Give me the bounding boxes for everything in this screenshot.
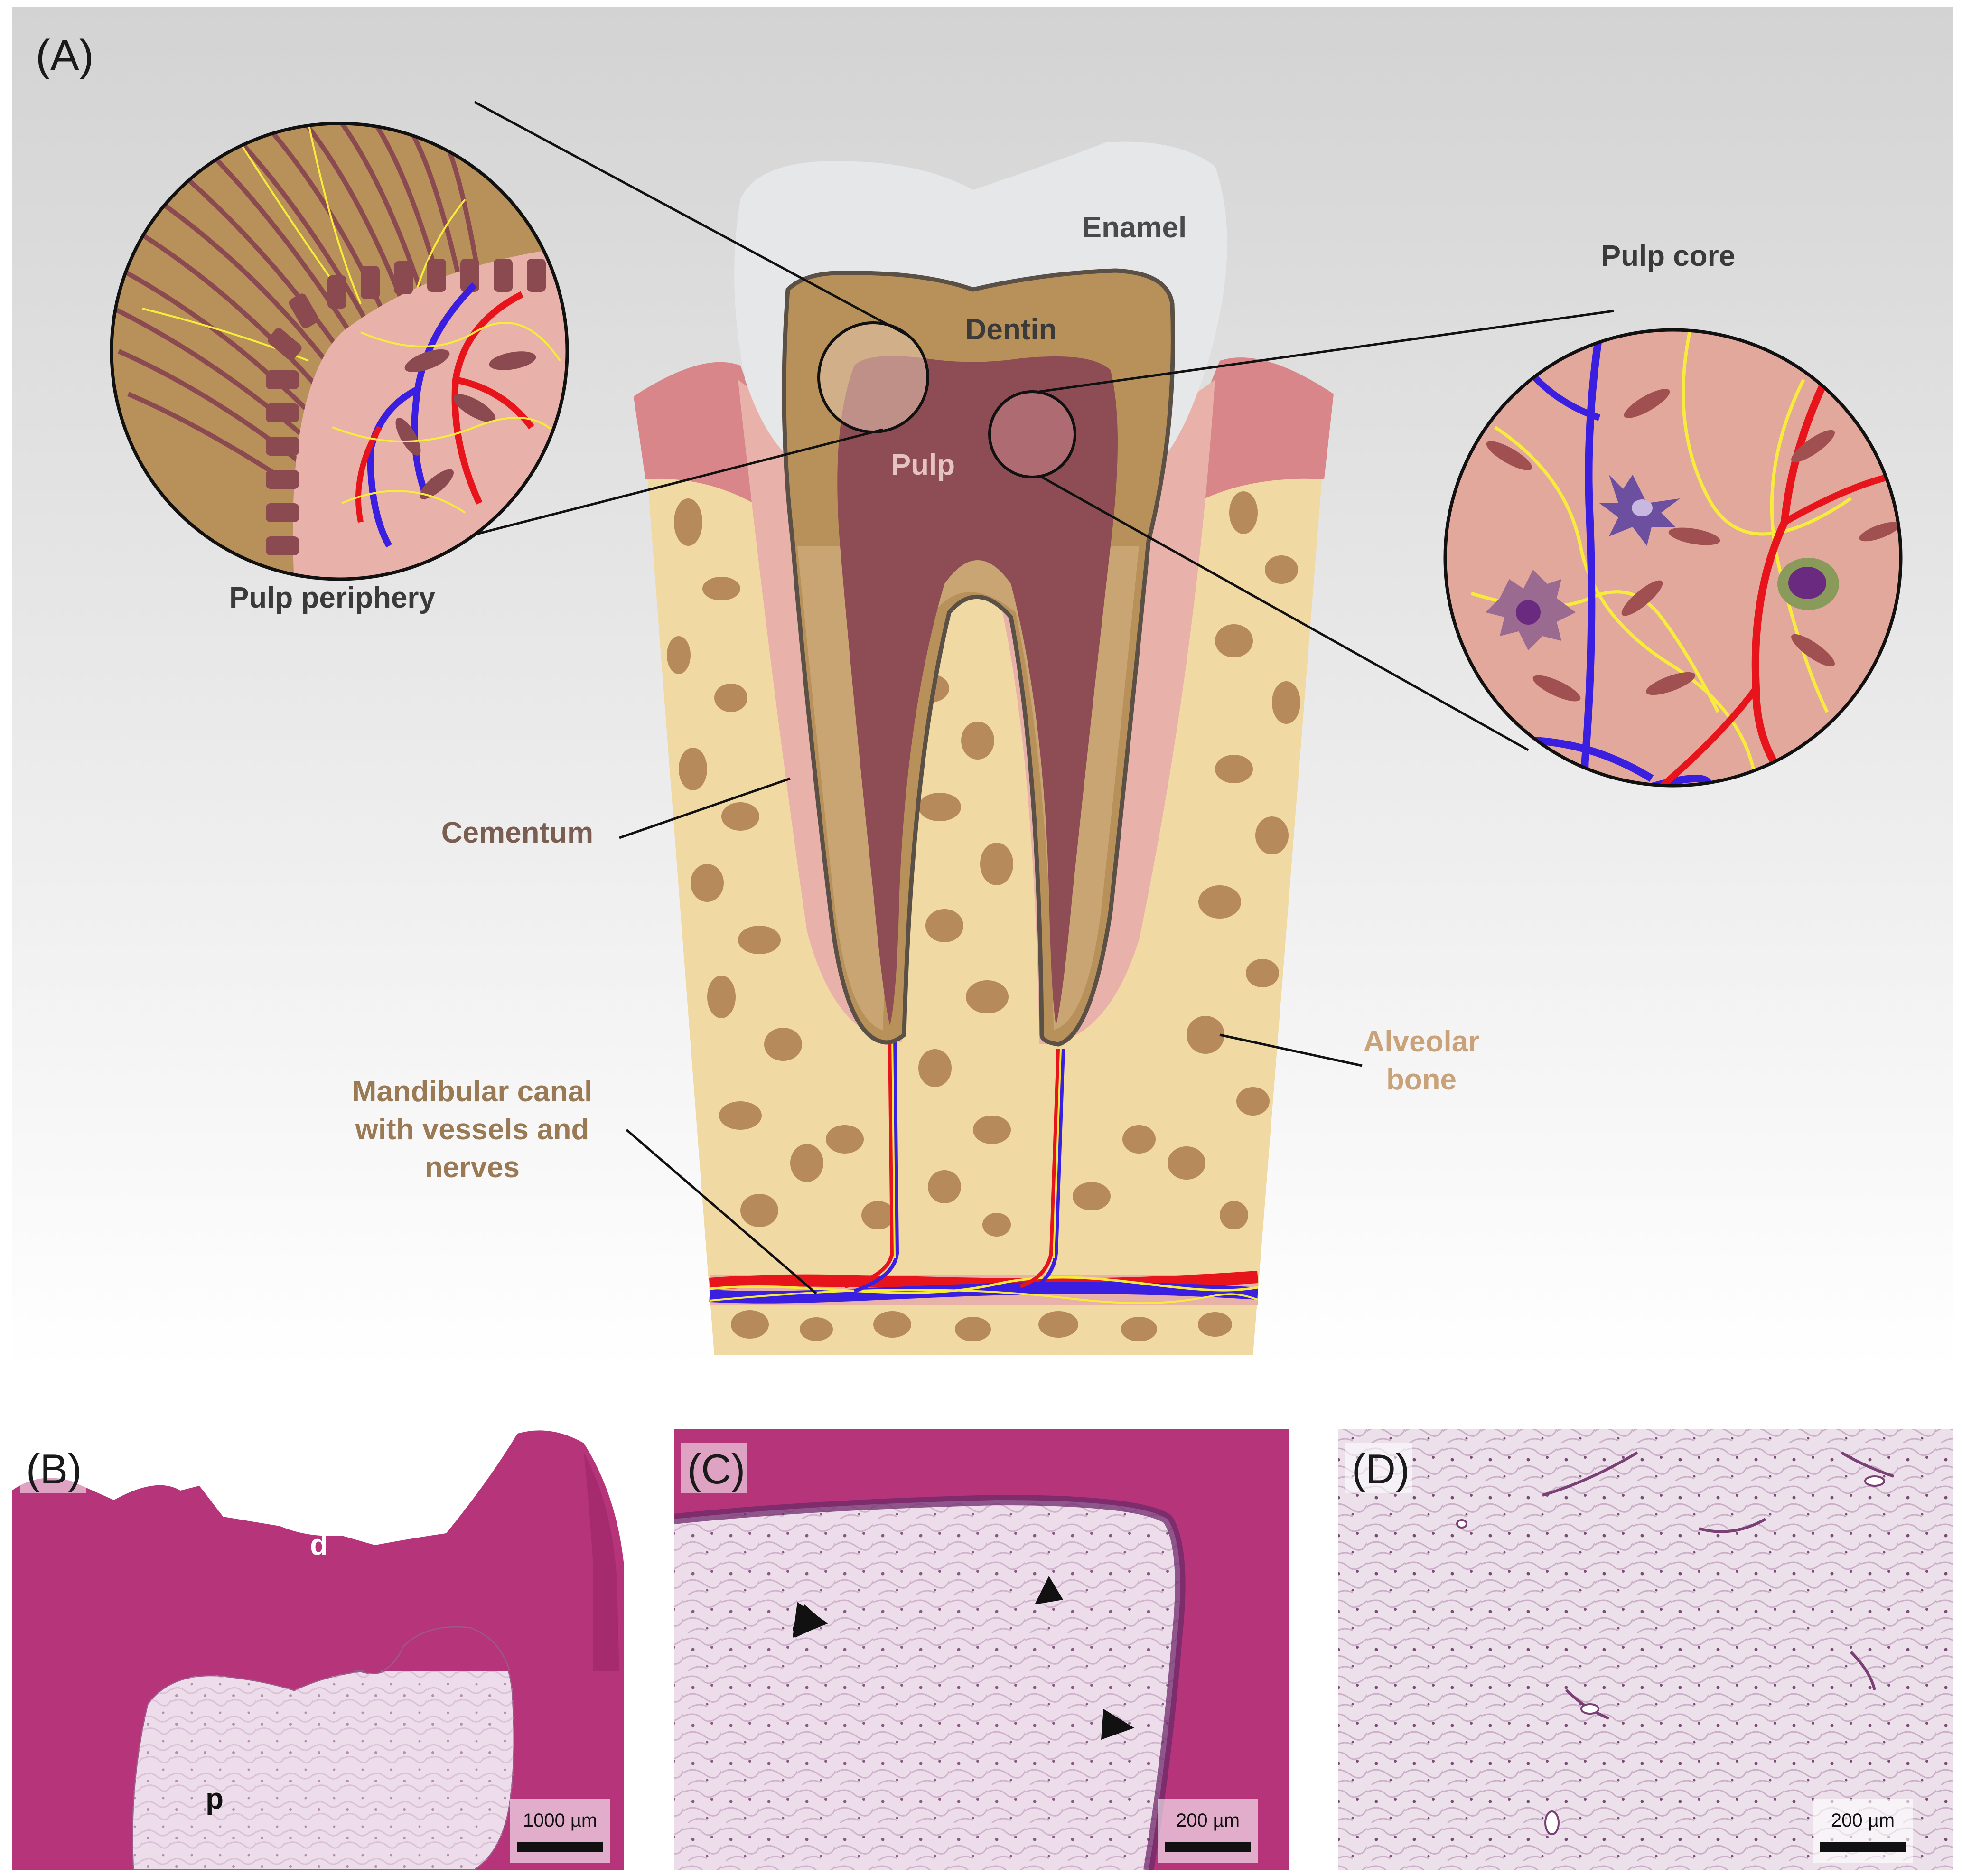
panel-b-label-bg [20,1443,86,1493]
panel-b-scalebar-label: 1000 µm [523,1810,597,1831]
panel-a-label: (A) [36,31,94,80]
panel-d-label-bg [1345,1443,1412,1493]
label-pulp-core: Pulp core [1601,240,1736,272]
panel-b-scalebar-bg [510,1799,610,1863]
core-source-circle [988,390,1076,478]
periphery-source-circle [817,321,929,433]
panel-c-histology [674,1429,1289,1870]
gingiva-right [1177,357,1334,508]
panel-c-scalebar-label: 200 µm [1176,1810,1240,1831]
panel-c-label-bg [681,1443,747,1493]
panel-b-scalebar [517,1842,603,1852]
arrowhead-3 [1101,1709,1134,1740]
panel-d-histology [1338,1429,1953,1870]
label-pulp-periphery: Pulp periphery [229,582,436,614]
panel-d-label: (D) [1352,1445,1410,1492]
pulp-core-zoom [1443,328,1903,788]
panel-c-scalebar [1165,1842,1251,1852]
label-cementum: Cementum [441,816,593,849]
label-mandibular-1: Mandibular canal [352,1075,592,1108]
pulp-periphery-zoom [110,122,569,581]
arrowhead-1-shape [793,1602,828,1638]
root-canal-vessels [844,1034,1065,1293]
panel-a-labels: Enamel Dentin Pulp Pulp core Pulp periph… [229,211,1735,1184]
pulp [837,356,1118,1025]
bone-trabeculae [667,491,1300,1341]
label-alveolar-bone-1: Alveolar [1364,1025,1480,1058]
panel-c-scalebar-bg [1158,1799,1258,1863]
panel-b-pulp-letter: p [206,1782,224,1815]
label-alveolar-bone-2: bone [1386,1063,1457,1096]
label-enamel: Enamel [1082,211,1187,244]
label-mandibular-3: nerves [425,1151,520,1184]
label-dentin: Dentin [965,313,1057,346]
arrowhead-2 [1035,1576,1063,1604]
tooth-diagram [634,141,1334,1355]
panel-d-scalebar-bg [1813,1799,1913,1863]
label-mandibular-2: with vessels and [355,1113,589,1146]
panel-c-label: (C) [687,1445,745,1492]
panel-b-label: (B) [26,1445,82,1492]
panel-d-scalebar [1820,1842,1906,1852]
mandibular-canal-vessels [709,1271,1258,1305]
label-pulp: Pulp [891,449,955,481]
zoom-connector-lines [458,101,1614,1294]
panel-b-dentin-letter: d [310,1529,328,1561]
panel-d-scalebar-label: 200 µm [1831,1810,1895,1831]
